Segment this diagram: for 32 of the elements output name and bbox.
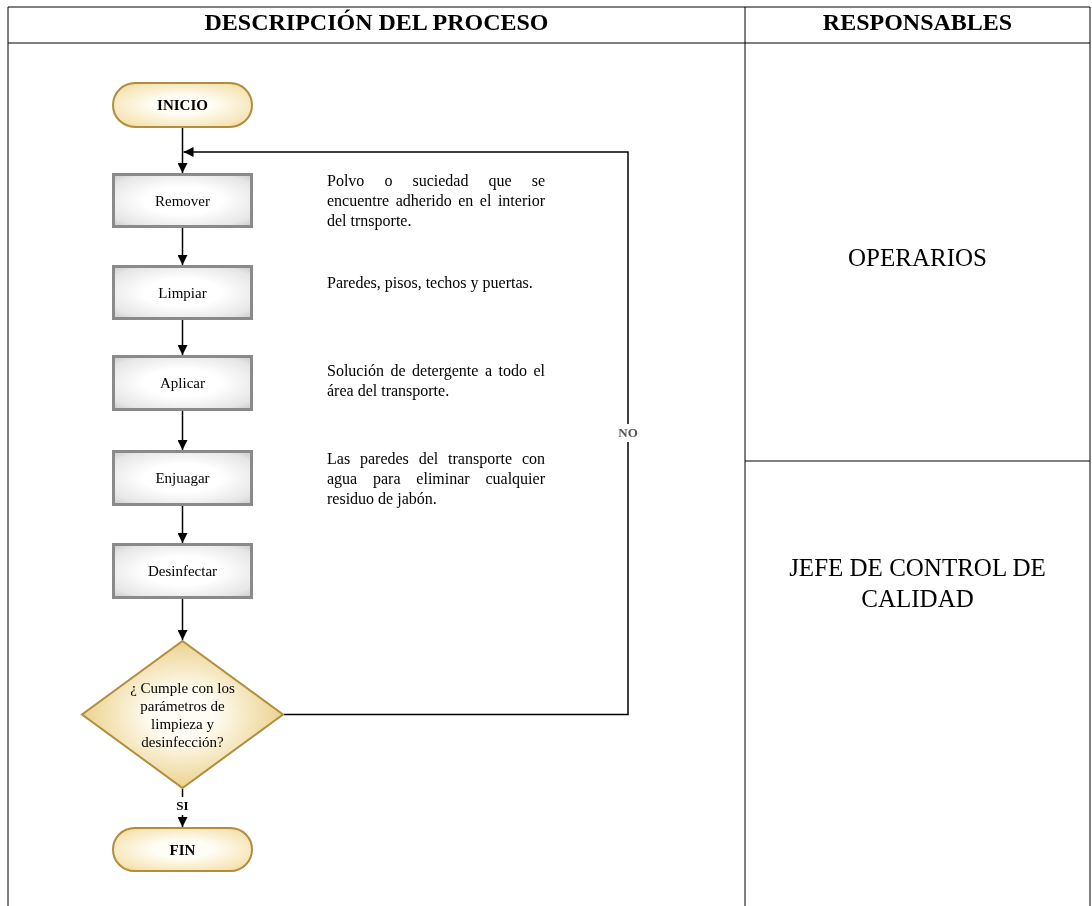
step-label: ¿ Cumple con los parámetros de limpieza y desinfección?: [129, 678, 236, 751]
edge-label: SI: [174, 797, 191, 816]
process-box: [112, 355, 253, 411]
step-description: Las paredes del transporte con agua para eliminar cualquier residuo de jabón.: [327, 449, 545, 509]
arrow: [182, 147, 629, 716]
arrow: [177, 505, 188, 544]
process-box: [112, 173, 253, 228]
column-header: DESCRIPCIÓN DEL PROCESO: [203, 9, 550, 36]
step-label: FIN: [169, 840, 196, 859]
step-description: Polvo o suciedad que se encuentre adherido en el interior del trnsporte.: [327, 171, 545, 231]
process-box: [112, 543, 253, 599]
step-label: Aplicar: [160, 374, 205, 392]
step-label: Limpiar: [158, 283, 207, 302]
arrow: [177, 410, 188, 451]
step-label: INICIO: [157, 96, 208, 114]
process-box: [112, 450, 253, 506]
step-description: Solución de detergente a todo el área del transporte.: [327, 361, 545, 401]
process-box: [112, 265, 253, 320]
edge-label: NO: [616, 424, 640, 443]
table-cell-text: JEFE DE CONTROL DE CALIDAD: [788, 553, 1047, 615]
step-label: Remover: [155, 191, 210, 210]
arrow: [177, 319, 188, 356]
arrow: [177, 598, 188, 641]
arrow: [177, 127, 188, 174]
arrow: [177, 227, 188, 266]
terminal-pill: [112, 827, 253, 872]
step-label: Desinfectar: [147, 562, 218, 580]
step-description: Paredes, pisos, techos y puertas.: [327, 273, 534, 293]
terminal-pill: [112, 82, 253, 128]
column-header: RESPONSABLES: [821, 9, 1014, 36]
table-cell-text: OPERARIOS: [847, 243, 988, 273]
step-label: Enjuagar: [155, 469, 210, 487]
